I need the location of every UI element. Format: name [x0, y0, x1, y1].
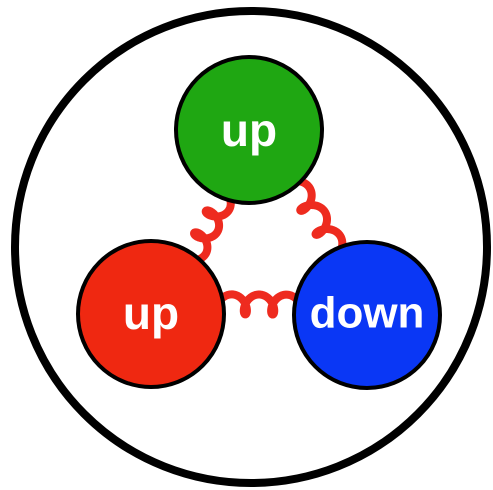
gluon-top-right [280, 177, 347, 263]
quark-left-circle [76, 239, 226, 389]
gluon-left-right [212, 290, 306, 319]
quark-left: up [76, 239, 226, 389]
quark-top-label: up [221, 104, 277, 156]
gluon-top-left [178, 184, 235, 265]
quark-top-circle [174, 55, 324, 205]
quark-right-label: down [310, 289, 425, 338]
quark-top: up [174, 55, 324, 205]
quark-left-label: up [123, 287, 179, 339]
quark-right: down [292, 240, 442, 390]
gluon-links [178, 177, 347, 319]
quark-right-circle [292, 240, 442, 390]
